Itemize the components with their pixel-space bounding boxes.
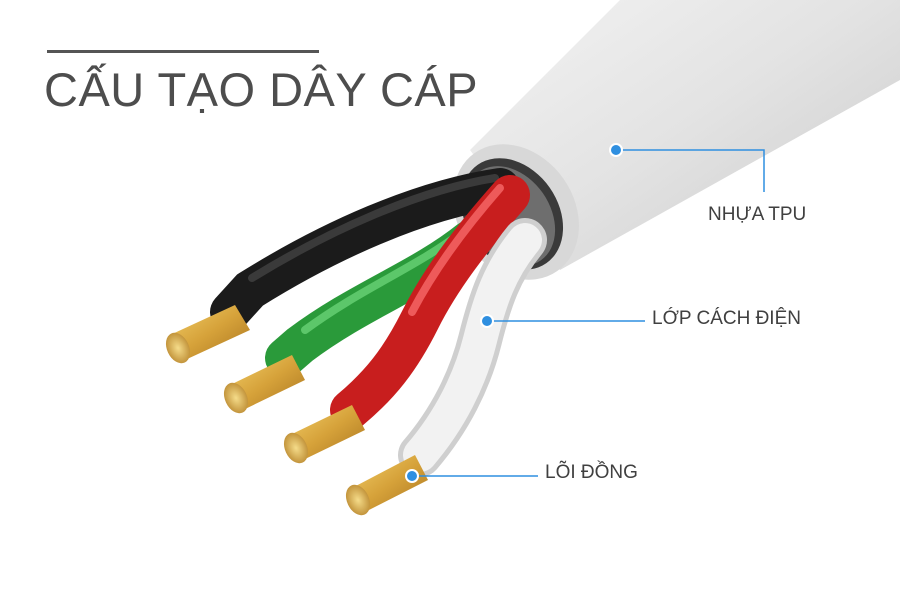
page-title: CẤU TẠO DÂY CÁP <box>44 63 479 116</box>
label-copper: LÕI ĐỒNG <box>545 462 638 483</box>
label-tpu: NHỰA TPU <box>708 204 807 225</box>
label-insulation: LỚP CÁCH ĐIỆN <box>652 308 801 329</box>
callout-insulation <box>480 314 645 328</box>
copper-core-green <box>223 355 305 414</box>
red-wire <box>330 175 530 430</box>
callout-copper <box>405 469 538 483</box>
white-wire <box>398 218 547 477</box>
copper-core-white <box>345 455 428 516</box>
callout-tpu <box>609 143 765 192</box>
copper-core-red <box>283 405 365 464</box>
black-wire <box>210 168 520 332</box>
copper-core-black <box>165 305 250 364</box>
title-rule <box>47 50 319 53</box>
